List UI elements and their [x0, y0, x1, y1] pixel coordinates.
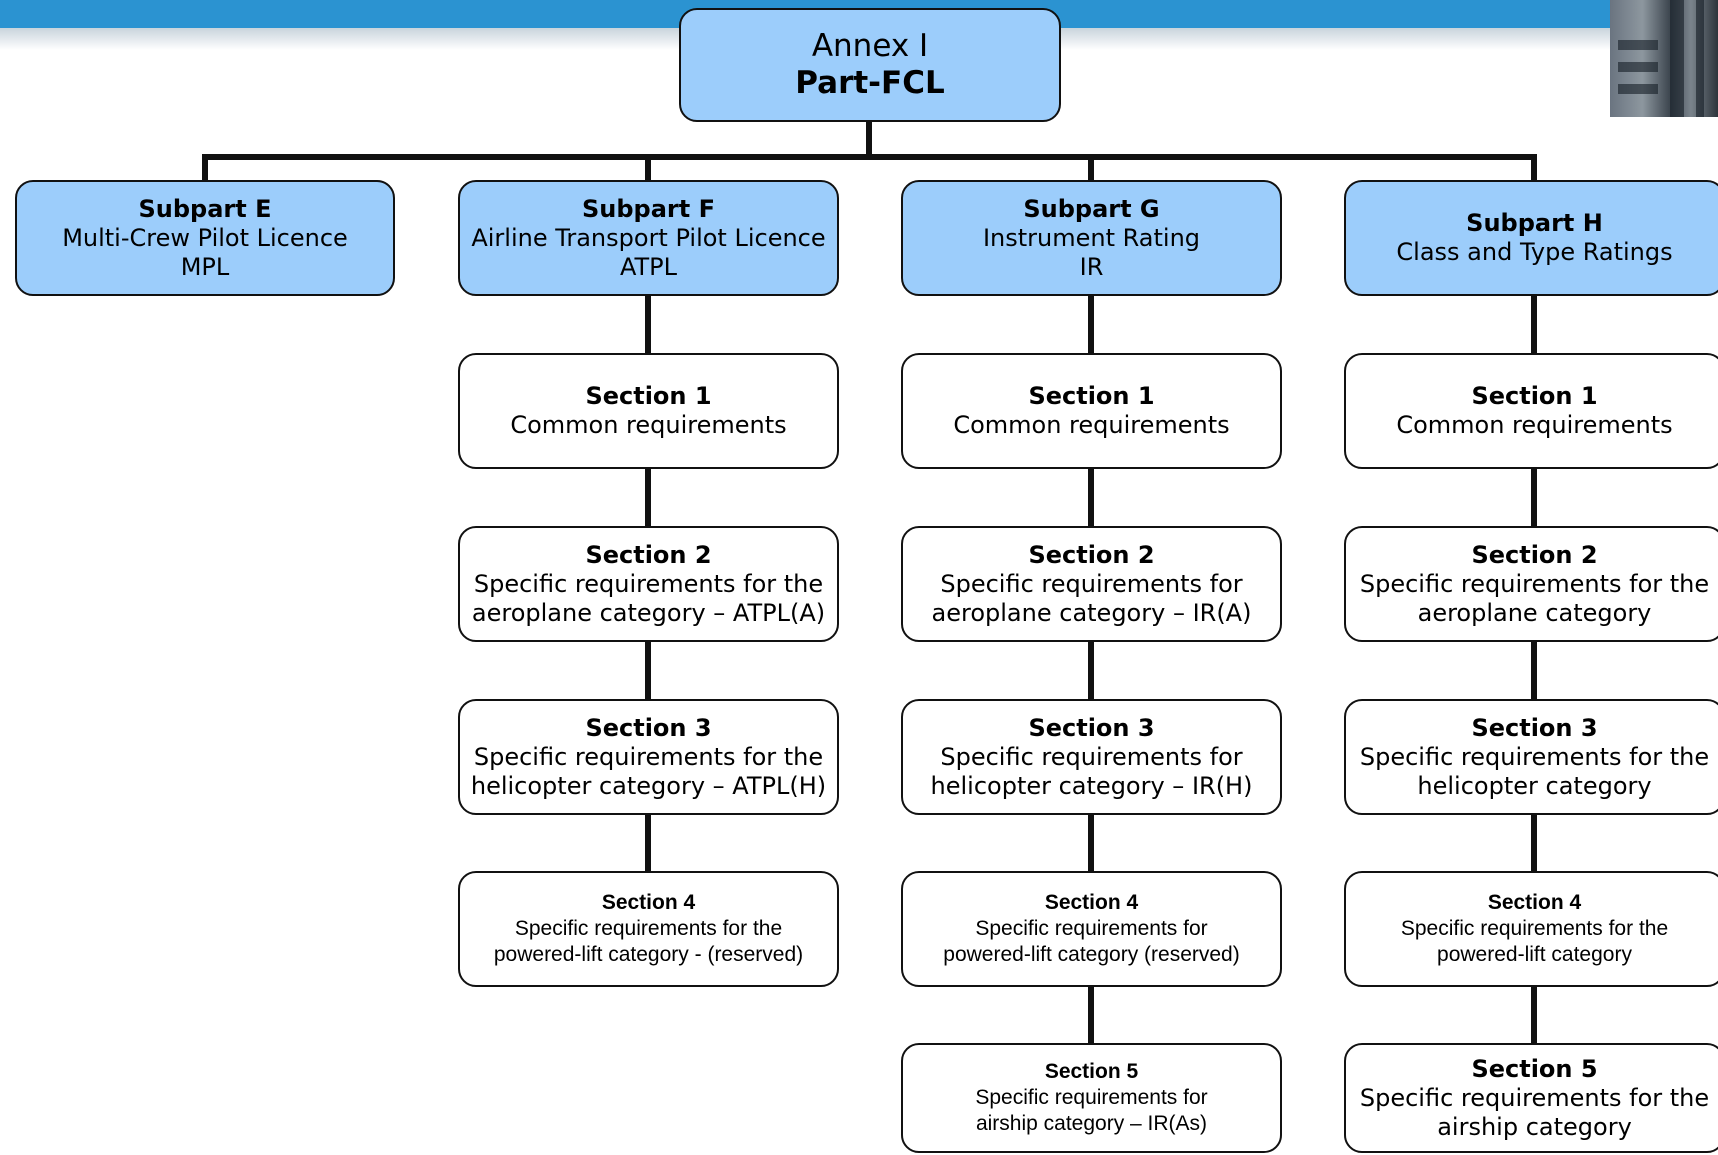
subpart-g-section-4: Section 4 Specific requirements for powe… — [901, 871, 1282, 987]
subpart-h-section-5: Section 5 Specific requirements for the … — [1344, 1043, 1718, 1153]
section-title: Section 4 — [1487, 891, 1582, 914]
subpart-g-section-1: Section 1 Common requirements — [901, 353, 1282, 469]
root-line2: Part-FCL — [795, 65, 945, 101]
section-title: Section 1 — [585, 382, 712, 410]
subpart-h-section-4: Section 4 Specific requirements for the … — [1344, 871, 1718, 987]
subpart-f-box: Subpart F Airline Transport Pilot Licenc… — [458, 180, 839, 296]
root-box: Annex I Part-FCL — [679, 8, 1061, 122]
section-line: helicopter category – IR(H) — [930, 771, 1253, 800]
subpart-h-box: Subpart H Class and Type Ratings — [1344, 180, 1718, 296]
subpart-f-line2: ATPL — [619, 252, 678, 281]
section-line: Specific requirements for the — [1359, 569, 1710, 598]
section-line: aeroplane category — [1417, 598, 1652, 627]
section-line: airship category – IR(As) — [975, 1112, 1208, 1135]
section-line: Common requirements — [953, 411, 1230, 439]
section-line: Specific requirements for the — [473, 569, 824, 598]
subpart-g-line1: Instrument Rating — [982, 223, 1201, 252]
subpart-e-line1: Multi-Crew Pilot Licence — [62, 223, 348, 252]
subpart-g-title: Subpart G — [1023, 194, 1160, 223]
section-line: aeroplane category – IR(A) — [931, 598, 1252, 627]
section-line: Specific requirements for the — [473, 742, 824, 771]
subpart-g-line2: IR — [1079, 252, 1104, 281]
root-line1: Annex I — [811, 28, 929, 64]
subpart-f-section-2: Section 2 Specific requirements for the … — [458, 526, 839, 642]
subpart-g-section-3: Section 3 Specific requirements for heli… — [901, 699, 1282, 815]
section-line: powered-lift category - (reserved) — [493, 943, 804, 966]
section-line: airship category — [1437, 1112, 1632, 1141]
section-line: helicopter category — [1417, 771, 1652, 800]
section-line: helicopter category – ATPL(H) — [470, 771, 827, 800]
subpart-h-title: Subpart H — [1466, 209, 1603, 237]
section-title: Section 2 — [1471, 540, 1598, 569]
section-line: powered-lift category — [1437, 943, 1632, 966]
section-line: Common requirements — [1396, 411, 1673, 439]
subpart-h-section-1: Section 1 Common requirements — [1344, 353, 1718, 469]
building-photo — [1610, 0, 1718, 117]
subpart-e-title: Subpart E — [138, 194, 272, 223]
subpart-h-line1: Class and Type Ratings — [1396, 238, 1673, 266]
subpart-f-line1: Airline Transport Pilot Licence — [471, 223, 826, 252]
subpart-e-box: Subpart E Multi-Crew Pilot Licence MPL — [15, 180, 395, 296]
section-title: Section 3 — [585, 713, 712, 742]
section-title: Section 2 — [585, 540, 712, 569]
section-line: Specific requirements for the — [514, 917, 783, 940]
section-line: powered-lift category (reserved) — [943, 943, 1240, 966]
subpart-h-section-2: Section 2 Specific requirements for the … — [1344, 526, 1718, 642]
section-line: Specific requirements for the — [1359, 1083, 1710, 1112]
section-line: Specific requirements for — [975, 1086, 1208, 1109]
section-title: Section 3 — [1471, 713, 1598, 742]
section-line: aeroplane category – ATPL(A) — [471, 598, 826, 627]
section-title: Section 1 — [1471, 382, 1598, 410]
subpart-g-section-2: Section 2 Specific requirements for aero… — [901, 526, 1282, 642]
section-title: Section 5 — [1471, 1054, 1598, 1083]
subpart-h-section-3: Section 3 Specific requirements for the … — [1344, 699, 1718, 815]
subpart-f-section-1: Section 1 Common requirements — [458, 353, 839, 469]
section-title: Section 2 — [1028, 540, 1155, 569]
section-line: Specific requirements for the — [1359, 742, 1710, 771]
subpart-e-line2: MPL — [180, 252, 230, 281]
subpart-f-section-3: Section 3 Specific requirements for the … — [458, 699, 839, 815]
subpart-g-section-5: Section 5 Specific requirements for airs… — [901, 1043, 1282, 1153]
section-title: Section 4 — [601, 891, 696, 914]
subpart-f-title: Subpart F — [582, 194, 715, 223]
section-line: Specific requirements for the — [1400, 917, 1669, 940]
section-title: Section 4 — [1044, 891, 1139, 914]
section-line: Specific requirements for — [940, 742, 1243, 771]
subpart-g-box: Subpart G Instrument Rating IR — [901, 180, 1282, 296]
section-line: Common requirements — [510, 411, 787, 439]
subpart-f-section-4: Section 4 Specific requirements for the … — [458, 871, 839, 987]
section-title: Section 5 — [1044, 1060, 1139, 1083]
section-line: Specific requirements for — [940, 569, 1243, 598]
section-title: Section 1 — [1028, 382, 1155, 410]
section-line: Specific requirements for — [975, 917, 1208, 940]
section-title: Section 3 — [1028, 713, 1155, 742]
